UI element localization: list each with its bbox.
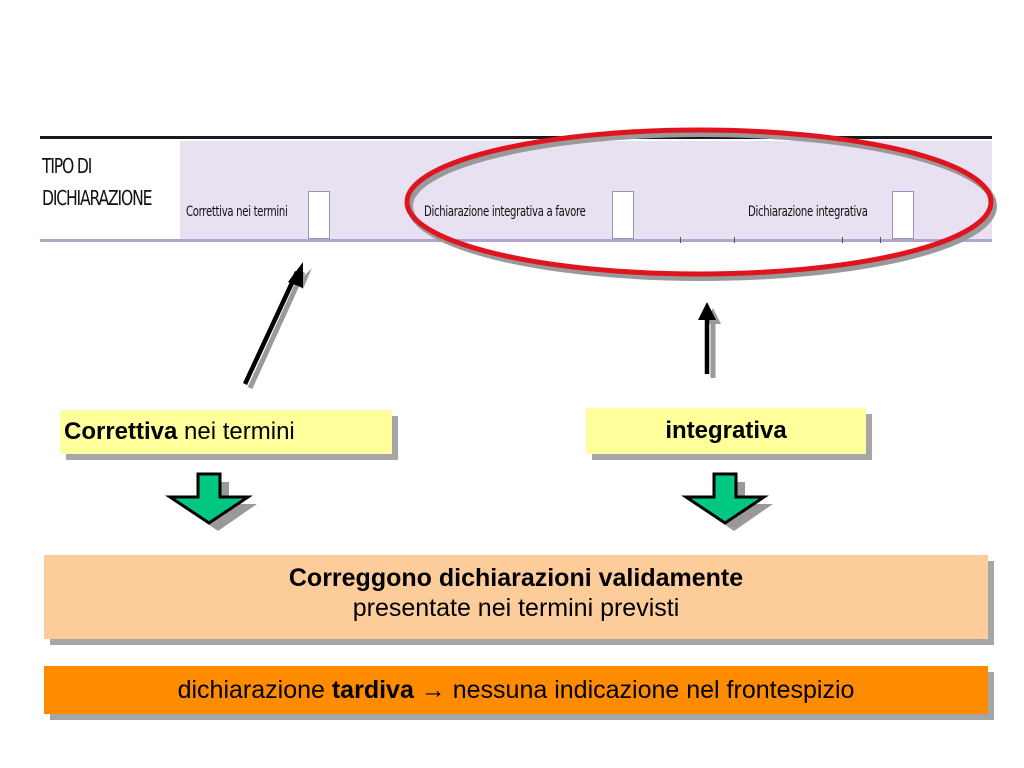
highlight-ellipse — [404, 127, 994, 277]
checkbox-correttiva[interactable] — [308, 191, 330, 239]
tick-mark — [842, 237, 843, 243]
checkbox-integrativa[interactable] — [892, 191, 914, 239]
down-arrow-left — [165, 472, 257, 531]
declaration-type-form: TIPO DI DICHIARAZIONE Correttiva nei ter… — [40, 136, 992, 246]
description-line-2: presentate nei termini previsti — [352, 594, 680, 622]
label-integrativa: integrativa — [586, 408, 866, 454]
description-box: Correggono dichiarazioni validamente pre… — [44, 555, 988, 639]
description-line-1: Correggono dichiarazioni validamente — [288, 564, 744, 592]
arrow-up-integrativa — [698, 302, 721, 378]
form-bottom-rule — [40, 239, 992, 242]
field-label-integrativa: Dichiarazione integrativa — [748, 204, 868, 220]
footer-note: dichiarazione tardiva → nessuna indicazi… — [44, 666, 988, 714]
field-label-correttiva: Correttiva nei termini — [186, 204, 288, 220]
checkbox-integrativa-favore[interactable] — [612, 191, 634, 239]
label-correttiva: Correttiva nei termini — [60, 410, 392, 454]
form-title: TIPO DI DICHIARAZIONE — [42, 154, 152, 210]
down-arrow-right — [681, 472, 773, 531]
right-arrow-icon: → — [413, 676, 453, 704]
tick-mark — [680, 237, 681, 243]
tick-mark — [734, 237, 735, 243]
form-top-rule — [40, 136, 992, 139]
field-label-integrativa-favore: Dichiarazione integrativa a favore — [424, 204, 586, 220]
tick-mark — [880, 237, 881, 243]
arrow-up-correttiva — [242, 262, 312, 390]
